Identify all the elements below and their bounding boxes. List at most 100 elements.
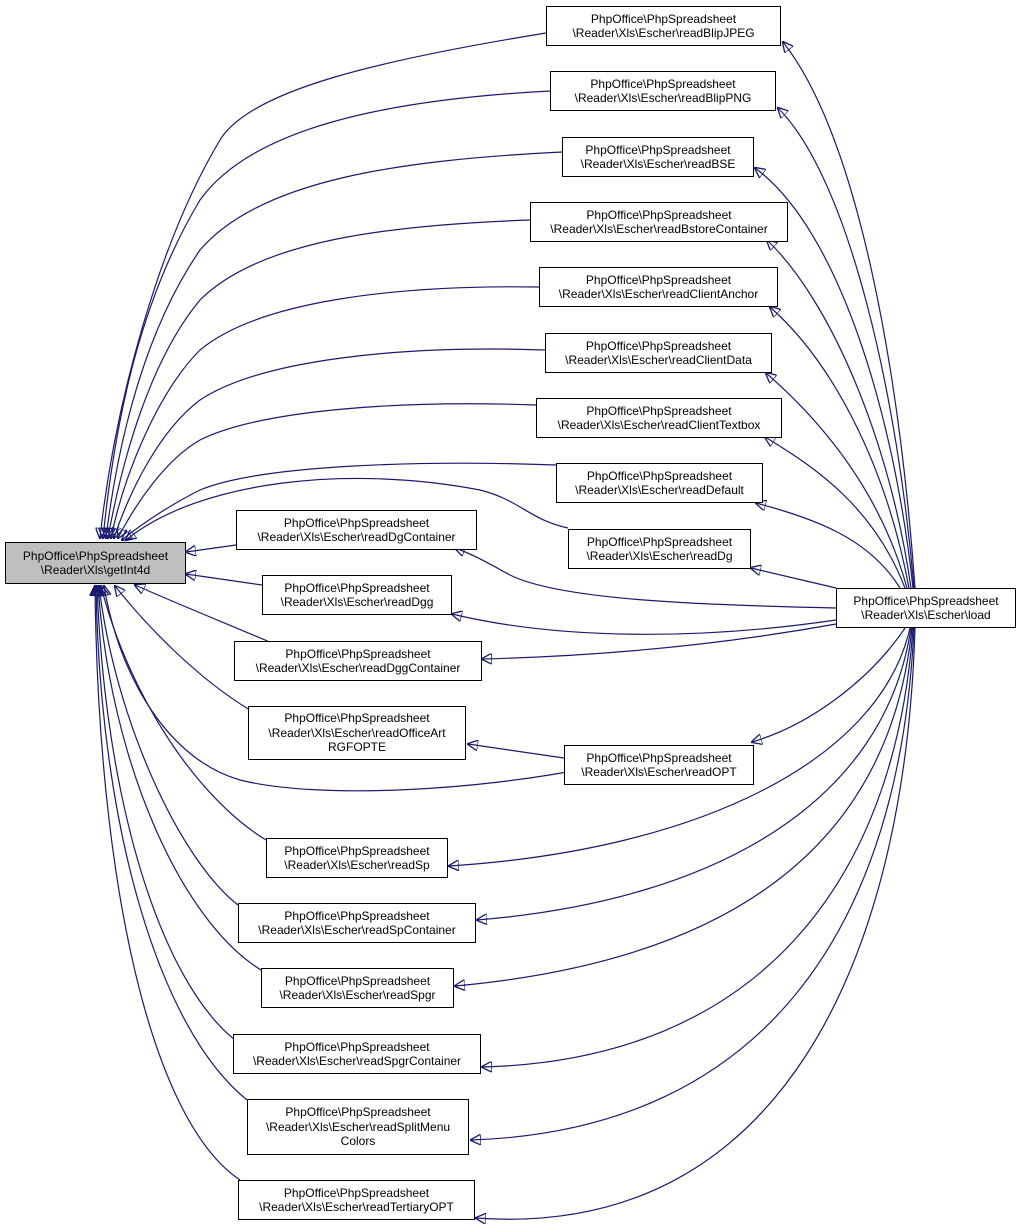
node-readspcontainer[interactable]: PhpOffice\PhpSpreadsheet \Reader\Xls\Esc… (238, 903, 476, 943)
node-load-line-2: \Reader\Xls\Escher\load (861, 608, 991, 622)
node-readblippng-line-1: PhpOffice\PhpSpreadsheet (590, 76, 736, 91)
node-readdgg-line-2: \Reader\Xls\Escher\readDgg (280, 595, 434, 609)
edge-readdgg-to-getint4d (186, 574, 263, 586)
node-getint4d[interactable]: PhpOffice\PhpSpreadsheet \Reader\Xls\get… (5, 542, 186, 584)
node-readdgg-line-1: PhpOffice\PhpSpreadsheet (284, 580, 430, 595)
node-readbse[interactable]: PhpOffice\PhpSpreadsheet \Reader\Xls\Esc… (562, 137, 754, 177)
edge-load-to-readbse (755, 168, 914, 589)
edge-load-to-readclientanchor (770, 307, 910, 589)
node-readclientanchor[interactable]: PhpOffice\PhpSpreadsheet \Reader\Xls\Esc… (539, 267, 778, 307)
node-readsp[interactable]: PhpOffice\PhpSpreadsheet \Reader\Xls\Esc… (266, 838, 448, 878)
node-readblippng[interactable]: PhpOffice\PhpSpreadsheet \Reader\Xls\Esc… (550, 71, 776, 111)
edge-load-to-readspcontainer (477, 627, 912, 920)
node-readsplitmenucolors[interactable]: PhpOffice\PhpSpreadsheet \Reader\Xls\Esc… (247, 1099, 469, 1155)
edge-load-to-readsplitmenu (471, 627, 915, 1140)
node-readbstorecontainer[interactable]: PhpOffice\PhpSpreadsheet \Reader\Xls\Esc… (530, 202, 788, 242)
node-readspcontainer-line-1: PhpOffice\PhpSpreadsheet (284, 908, 430, 923)
edge-readblippng-to-getint4d (103, 90, 551, 538)
edge-load-to-readclientdata (766, 373, 908, 589)
node-readdg-line-1: PhpOffice\PhpSpreadsheet (586, 534, 733, 549)
edge-readspgr-to-getint4d (98, 586, 262, 971)
edge-readtertiaryopt-to-getint4d (95, 586, 241, 1181)
node-getint4d-line-1: PhpOffice\PhpSpreadsheet (22, 548, 169, 563)
node-readtertiaryopt-line-2: \Reader\Xls\Escher\readTertiaryOPT (259, 1200, 454, 1214)
edge-load-to-readdg (751, 568, 837, 589)
node-readspgr-line-2: \Reader\Xls\Escher\readSpgr (279, 988, 436, 1002)
node-readclientdata-line-1: PhpOffice\PhpSpreadsheet (585, 338, 732, 353)
node-readclienttextbox-line-1: PhpOffice\PhpSpreadsheet (586, 403, 732, 418)
node-readsp-line-2: \Reader\Xls\Escher\readSp (284, 858, 430, 872)
edge-readsp-to-getint4d (101, 586, 267, 841)
node-readdg-line-2: \Reader\Xls\Escher\readDg (586, 549, 733, 563)
node-readofficeart-line-1: PhpOffice\PhpSpreadsheet (284, 711, 430, 726)
node-readdgcontainer-line-1: PhpOffice\PhpSpreadsheet (283, 515, 430, 530)
node-readdgcontainer[interactable]: PhpOffice\PhpSpreadsheet \Reader\Xls\Esc… (236, 510, 477, 550)
edge-readblipjpeg-to-getint4d (100, 32, 547, 538)
node-readopt-line-1: PhpOffice\PhpSpreadsheet (586, 750, 732, 765)
node-readsplitmenu-line-3: Colors (340, 1134, 376, 1149)
node-readdefault[interactable]: PhpOffice\PhpSpreadsheet \Reader\Xls\Esc… (556, 463, 763, 503)
node-readspgrcontainer-line-2: \Reader\Xls\Escher\readSpgrContainer (252, 1054, 462, 1068)
edge-readbstore-to-getint4d (108, 219, 531, 538)
edge-readclienttextbox-to-getint4d (118, 403, 537, 538)
edge-readclientdata-to-getint4d (114, 348, 546, 538)
node-readopt[interactable]: PhpOffice\PhpSpreadsheet \Reader\Xls\Esc… (564, 745, 754, 785)
node-getint4d-line-2: \Reader\Xls\getInt4d (40, 563, 151, 577)
node-readdggcontainer-line-2: \Reader\Xls\Escher\readDggContainer (255, 661, 461, 675)
edge-load-to-readspgr (455, 627, 913, 986)
edge-load-to-readdggcontainer (482, 623, 837, 659)
node-readtertiaryopt-line-1: PhpOffice\PhpSpreadsheet (283, 1185, 430, 1200)
edge-load-to-readspgrcontainer (482, 627, 914, 1067)
edge-readclientanchor-to-getint4d (111, 286, 540, 538)
node-load[interactable]: PhpOffice\PhpSpreadsheet \Reader\Xls\Esc… (836, 588, 1016, 628)
edge-readspcontainer-to-getint4d (99, 586, 239, 906)
node-readbstore-line-1: PhpOffice\PhpSpreadsheet (586, 207, 732, 222)
edge-readdefault-to-getint4d (122, 462, 557, 540)
node-readspgrcontainer-line-1: PhpOffice\PhpSpreadsheet (284, 1039, 430, 1054)
node-readtertiaryopt[interactable]: PhpOffice\PhpSpreadsheet \Reader\Xls\Esc… (238, 1180, 475, 1220)
edge-readopt-to-readofficeart (468, 744, 565, 759)
node-readclientdata[interactable]: PhpOffice\PhpSpreadsheet \Reader\Xls\Esc… (545, 333, 772, 373)
node-readclientanchor-line-2: \Reader\Xls\Escher\readClientAnchor (558, 287, 759, 301)
edge-readdggcontainer-to-getint4d (135, 585, 273, 644)
node-readdggcontainer[interactable]: PhpOffice\PhpSpreadsheet \Reader\Xls\Esc… (234, 641, 482, 681)
edge-load-to-readdgg (452, 614, 837, 635)
node-readofficeart-line-2: \Reader\Xls\Escher\readOfficeArt (268, 725, 446, 740)
node-readbse-line-1: PhpOffice\PhpSpreadsheet (585, 142, 731, 157)
node-readspgr[interactable]: PhpOffice\PhpSpreadsheet \Reader\Xls\Esc… (261, 968, 454, 1008)
node-readdefault-line-2: \Reader\Xls\Escher\readDefault (575, 483, 744, 497)
node-readspgrcontainer[interactable]: PhpOffice\PhpSpreadsheet \Reader\Xls\Esc… (233, 1034, 481, 1074)
edge-readofficeart-to-getint4d (115, 586, 251, 711)
node-readspcontainer-line-2: \Reader\Xls\Escher\readSpContainer (258, 923, 456, 937)
node-readofficeart-line-3: RGFOPTE (327, 740, 386, 755)
node-readblippng-line-2: \Reader\Xls\Escher\readBlipPNG (574, 91, 752, 105)
node-readbstore-line-2: \Reader\Xls\Escher\readBstoreContainer (550, 222, 768, 236)
node-load-line-1: PhpOffice\PhpSpreadsheet (853, 593, 999, 608)
node-readdggcontainer-line-1: PhpOffice\PhpSpreadsheet (285, 646, 431, 661)
edge-readspgrcontainer-to-getint4d (97, 586, 236, 1041)
edge-readbse-to-getint4d (106, 151, 563, 538)
node-readclientdata-line-2: \Reader\Xls\Escher\readClientData (565, 353, 752, 367)
node-readclienttextbox[interactable]: PhpOffice\PhpSpreadsheet \Reader\Xls\Esc… (536, 398, 782, 438)
node-readdgg[interactable]: PhpOffice\PhpSpreadsheet \Reader\Xls\Esc… (262, 575, 452, 615)
edge-load-to-readdgcontainer (455, 548, 837, 609)
edge-readdg-to-getint4d (126, 477, 569, 540)
edge-load-to-readtertiaryopt (476, 627, 916, 1219)
node-readblipjpeg[interactable]: PhpOffice\PhpSpreadsheet \Reader\Xls\Esc… (546, 6, 781, 46)
node-readblipjpeg-line-2: \Reader\Xls\Escher\readBlipJPEG (572, 26, 755, 40)
node-readbse-line-2: \Reader\Xls\Escher\readBSE (580, 157, 736, 171)
edge-load-to-readsp (449, 627, 911, 866)
node-readdefault-line-1: PhpOffice\PhpSpreadsheet (586, 468, 733, 483)
node-readblipjpeg-line-1: PhpOffice\PhpSpreadsheet (590, 11, 737, 26)
node-readopt-line-2: \Reader\Xls\Escher\readOPT (581, 765, 737, 779)
edge-load-to-readopt (752, 627, 906, 742)
edge-readsplitmenu-to-getint4d (96, 586, 248, 1101)
edge-load-to-readblipjpeg (783, 42, 916, 589)
node-readofficeartrgfopte[interactable]: PhpOffice\PhpSpreadsheet \Reader\Xls\Esc… (248, 706, 466, 760)
node-readdg[interactable]: PhpOffice\PhpSpreadsheet \Reader\Xls\Esc… (568, 529, 751, 569)
edge-load-to-readclienttextbox (765, 437, 906, 589)
edge-load-to-readdefault (756, 503, 901, 589)
node-readsp-line-1: PhpOffice\PhpSpreadsheet (284, 843, 430, 858)
